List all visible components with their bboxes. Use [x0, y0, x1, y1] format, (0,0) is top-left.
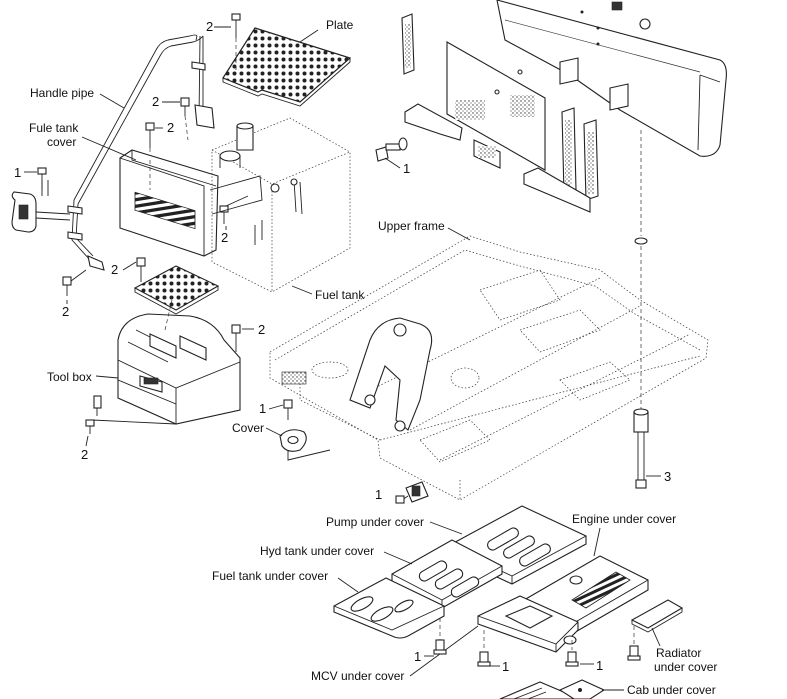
rear-brackets — [401, 13, 599, 213]
toolbox-plate-leader — [122, 261, 137, 271]
rear-bolt-assembly — [375, 137, 408, 169]
tool-box-leader — [95, 375, 119, 379]
fuel-tank-under-cover — [333, 577, 445, 639]
label-upper-frame: Upper frame — [378, 219, 445, 233]
cover-bolt-leader — [268, 404, 284, 410]
label-cover: Cover — [232, 421, 264, 435]
handle-pipe — [67, 34, 215, 271]
mirror — [11, 167, 71, 233]
callout-long-bolt: 3 — [664, 469, 671, 484]
callout-mirror: 1 — [14, 165, 21, 180]
callout-cover-bolt: 1 — [259, 401, 266, 416]
label-fuel-tank-cover-2: cover — [47, 135, 76, 149]
cover-part — [279, 399, 331, 461]
label-engine-under-cover: Engine under cover — [572, 512, 676, 526]
label-mcv-under-cover: MCV under cover — [311, 669, 404, 683]
label-radiator-under-cover-2: under cover — [654, 660, 717, 674]
hyd-tank-under-cover-leader — [383, 551, 413, 565]
tank-bolt — [219, 195, 249, 224]
handle-pipe-leader — [99, 93, 125, 109]
callout-frame-bolt: 1 — [375, 487, 382, 502]
label-fuel-tank: Fuel tank — [315, 288, 365, 302]
toolbox-bottom-leader — [85, 435, 89, 447]
label-handle-pipe: Handle pipe — [30, 86, 94, 100]
fuel-tank-cover — [119, 149, 219, 257]
fuel-tank-cover-leader — [81, 136, 137, 161]
tool-box — [91, 299, 241, 425]
engine-cover-bolt — [565, 640, 579, 667]
label-tool-box: Tool box — [47, 370, 92, 384]
plate-bolt — [231, 13, 241, 70]
mcv-bolts — [433, 618, 491, 667]
mcv-under-cover — [477, 595, 579, 653]
fuel-tank-under-cover-leader — [337, 577, 359, 593]
callout-toolbox-right: 2 — [258, 322, 265, 337]
fuel-tank-leader — [291, 285, 313, 295]
upper-frame — [269, 235, 709, 501]
toolbox-bottom-bolts — [85, 395, 102, 434]
callout-plate-bolt: 2 — [206, 19, 213, 34]
callout-toolbox-plate: 2 — [111, 262, 118, 277]
label-pump-under-cover: Pump under cover — [326, 515, 424, 529]
callout-handle-bottom: 2 — [62, 304, 69, 319]
pump-under-cover-leader — [429, 521, 463, 535]
label-cab-under-cover: Cab under cover — [627, 683, 716, 697]
counterweight — [496, 0, 727, 157]
plate-leader — [299, 29, 319, 43]
frame-bolt — [395, 481, 429, 504]
callout-toolbox-bottom: 2 — [81, 447, 88, 462]
callout-mcv-bolt-a: 1 — [414, 649, 421, 664]
tool-box-plate — [133, 257, 220, 315]
radiator-under-cover — [627, 599, 684, 661]
radiator-under-cover-leader — [651, 627, 661, 647]
callout-engine-bolt: 1 — [596, 658, 603, 673]
upper-frame-leader — [447, 227, 471, 241]
hyd-tank-under-cover — [391, 539, 503, 609]
label-hyd-tank-under-cover: Hyd tank under cover — [260, 544, 374, 558]
label-fuel-tank-cover-1: Fule tank — [29, 121, 79, 135]
label-radiator-under-cover-1: Radiator — [656, 646, 701, 660]
long-bolt — [633, 130, 649, 489]
engine-under-cover-leader — [593, 527, 601, 557]
callout-handle-bolt-a: 2 — [152, 94, 159, 109]
callout-rear-bolt: 1 — [403, 161, 410, 176]
cover-leader — [265, 427, 283, 437]
callout-tank-bolt: 2 — [221, 230, 228, 245]
label-plate: Plate — [326, 18, 354, 32]
cab-under-cover — [499, 679, 606, 699]
fuel-tank — [209, 117, 351, 293]
handle-bottom-bolt — [62, 269, 87, 296]
plate — [222, 27, 352, 107]
toolbox-right-bolt — [231, 324, 241, 352]
callout-handle-bolt-b: 2 — [167, 120, 174, 135]
label-fuel-tank-under-cover: Fuel tank under cover — [212, 569, 328, 583]
callout-mcv-bolt-b: 1 — [502, 659, 509, 674]
